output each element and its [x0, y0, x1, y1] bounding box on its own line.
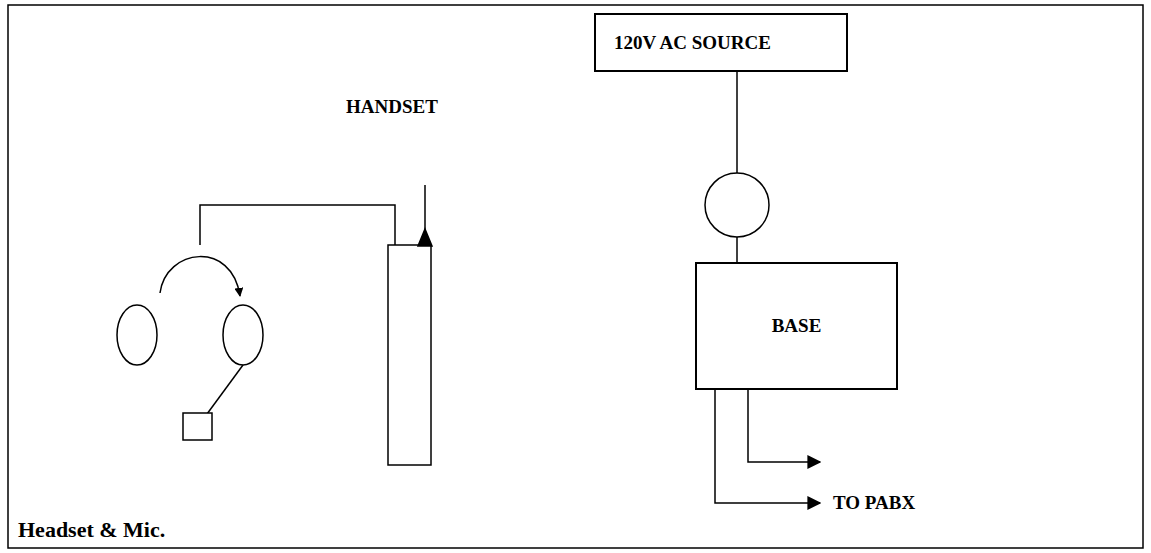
- pabx-lines: [715, 390, 820, 503]
- box-label: BASE: [772, 315, 822, 337]
- process-box: BASE: [695, 262, 898, 390]
- figure-caption: Headset & Mic.: [18, 517, 165, 542]
- part-label: TO PABX: [833, 492, 915, 514]
- headset-symbol: [117, 205, 395, 440]
- plug-symbol: [705, 173, 769, 237]
- process-box: 120V AC SOURCE: [594, 13, 848, 72]
- box-label: 120V AC SOURCE: [614, 32, 771, 54]
- part-label: HANDSET: [346, 96, 438, 118]
- outer-frame: [8, 5, 1143, 548]
